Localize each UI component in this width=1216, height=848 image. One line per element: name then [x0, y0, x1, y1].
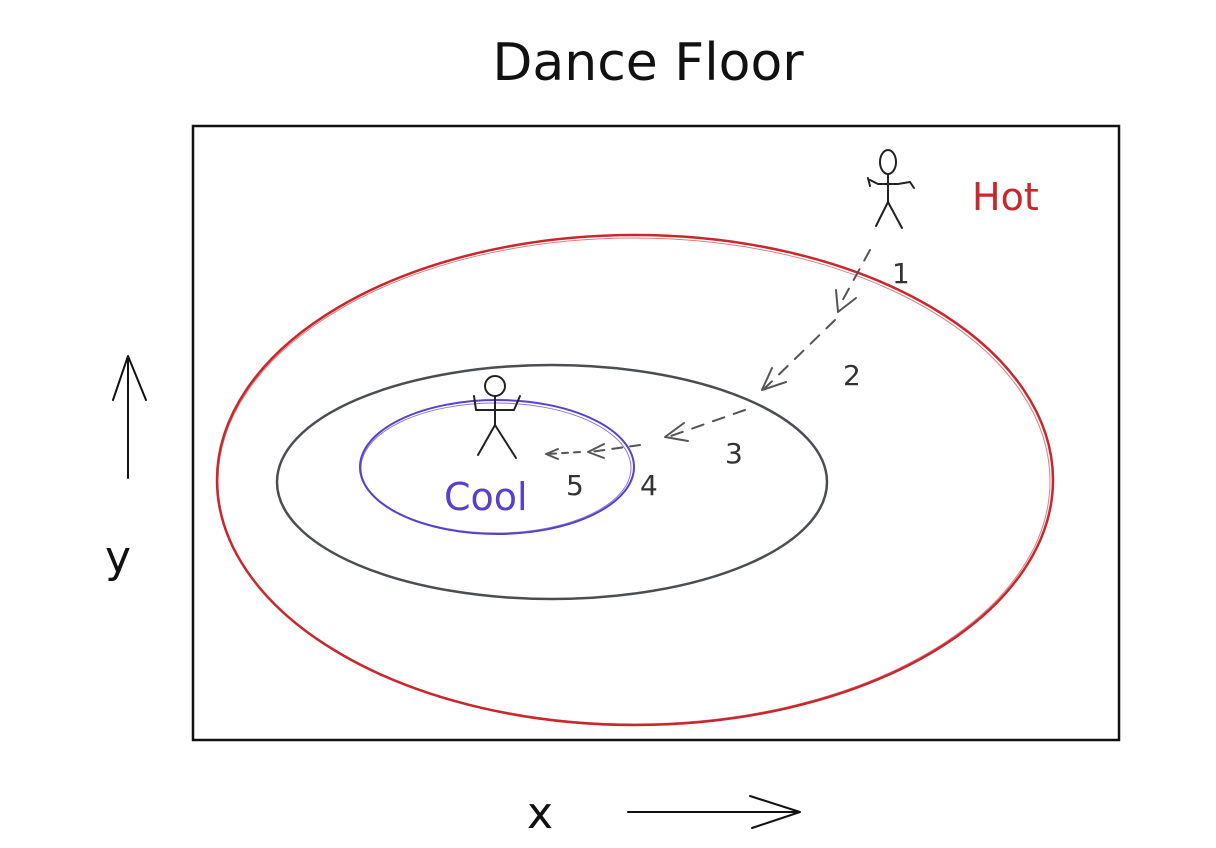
y-axis-label: y — [105, 532, 131, 583]
arrow-icon — [761, 367, 787, 391]
arrow-icon — [664, 422, 689, 442]
arrow-icon — [545, 448, 559, 460]
x-axis-label: x — [527, 788, 553, 839]
diagram-title: Dance Floor — [492, 33, 804, 93]
cool-label: Cool — [444, 475, 528, 519]
step-label: 5 — [566, 469, 584, 502]
hot-label: Hot — [972, 175, 1039, 219]
path-arrows — [545, 249, 871, 460]
arrow-icon — [839, 249, 871, 306]
arrow-icon — [587, 443, 605, 459]
stick-figure-cool-icon — [473, 375, 521, 459]
step-label: 3 — [725, 437, 743, 470]
hot-zone-ellipse-sketch — [217, 237, 1051, 725]
x-axis-arrow-icon — [627, 795, 801, 829]
floor-boundary — [191, 124, 1121, 742]
arrow-icon — [589, 444, 641, 453]
middle-zone-ellipse — [275, 363, 829, 601]
step-label: 2 — [843, 359, 861, 392]
stick-figure-hot-icon — [867, 149, 915, 229]
arrow-icon — [764, 319, 836, 389]
step-label: 1 — [892, 257, 910, 290]
step-label: 4 — [640, 469, 658, 502]
arrow-icon — [547, 451, 581, 455]
hot-zone-ellipse — [215, 233, 1055, 727]
cool-zone-ellipse — [359, 399, 635, 535]
arrow-icon — [835, 289, 857, 313]
y-axis-arrow-icon — [112, 355, 147, 479]
arrow-icon — [667, 409, 746, 438]
